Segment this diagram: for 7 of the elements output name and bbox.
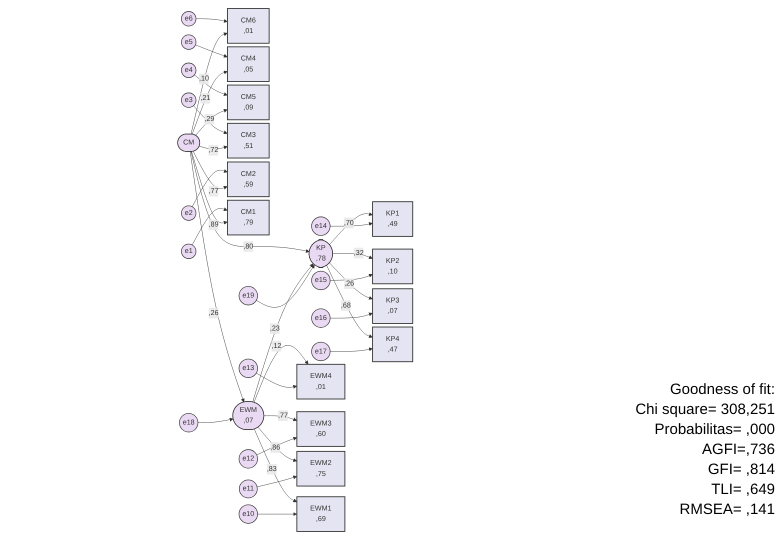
fit-statistic: Chi square= 308,251 (635, 400, 775, 420)
fit-statistic: RMSEA= ,141 (680, 500, 775, 520)
fit-statistic: AGFI=,736 (702, 440, 775, 460)
fit-statistic: TLI= ,649 (711, 480, 775, 500)
fit-statistic: Probabilitas= ,000 (654, 420, 775, 440)
fit-statistic: GFI= ,814 (708, 460, 775, 480)
fit-statistic: Goodness of fit: (670, 380, 775, 400)
